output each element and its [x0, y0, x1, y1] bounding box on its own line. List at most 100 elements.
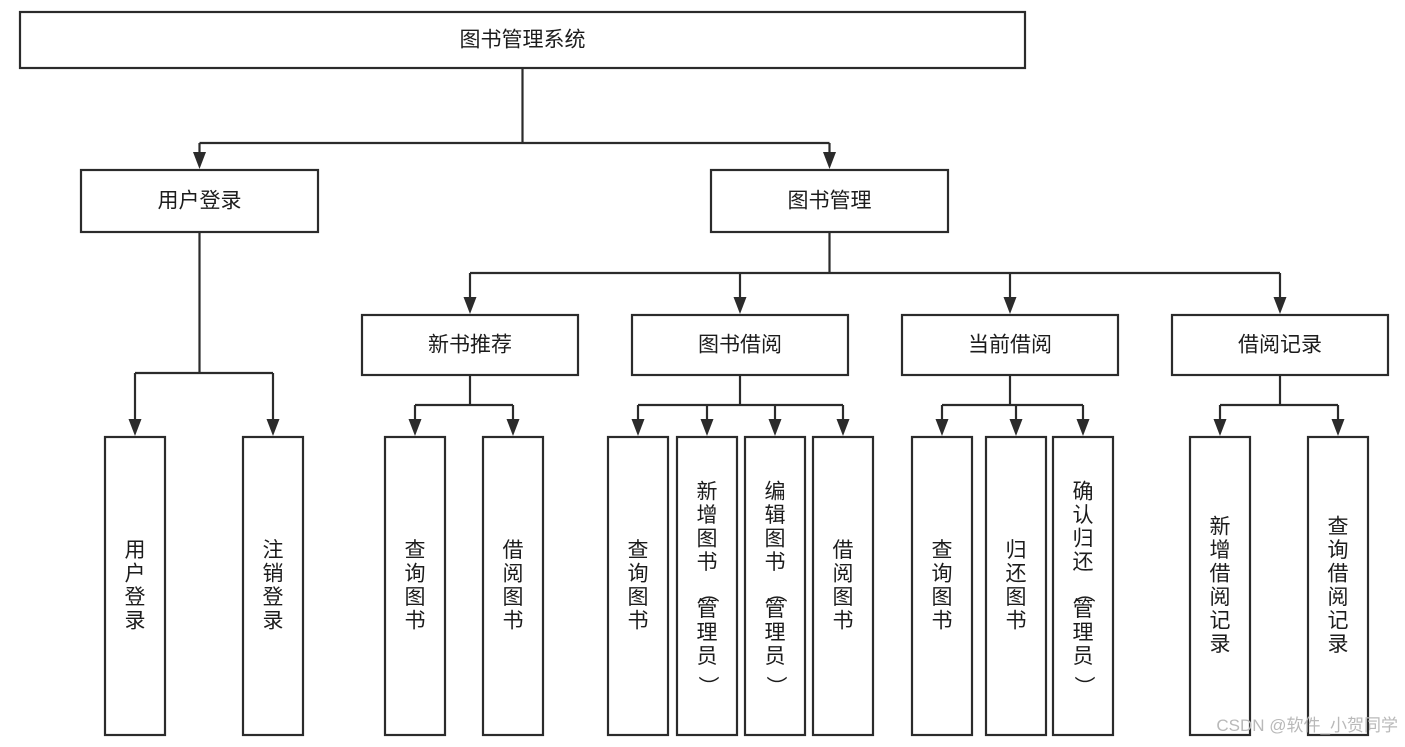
- node-box-leaf-logout-login[interactable]: [241, 435, 305, 737]
- diagram-nodes: 图书管理系统用户登录图书管理新书推荐图书借阅当前借阅借阅记录用户登录注销登录查询…: [18, 10, 1390, 737]
- svg-text:确: 确: [1073, 480, 1094, 503]
- svg-text:图: 图: [833, 586, 854, 609]
- svg-text:增: 增: [697, 504, 718, 527]
- svg-text:归: 归: [1006, 539, 1027, 562]
- svg-text:辑: 辑: [765, 504, 786, 527]
- node-box-leaf-borrow-book-rec[interactable]: [481, 435, 545, 737]
- svg-text:询: 询: [1328, 539, 1349, 562]
- node-box-leaf-query-book-rec[interactable]: [383, 435, 447, 737]
- svg-text:书: 书: [932, 610, 953, 633]
- svg-text:图: 图: [765, 527, 786, 550]
- svg-text:询: 询: [932, 563, 953, 586]
- node-label-book-borrow: 图书借阅: [698, 334, 782, 357]
- node-box-leaf-user-login[interactable]: [103, 435, 167, 737]
- svg-text:）: ）: [1072, 676, 1095, 697]
- node-label-current-borrow: 当前借阅: [968, 334, 1052, 357]
- node-box-leaf-add-borrow-record[interactable]: [1188, 435, 1252, 737]
- svg-text:（: （: [764, 582, 787, 603]
- node-label-root: 图书管理系统: [460, 29, 586, 52]
- svg-text:图: 图: [628, 586, 649, 609]
- svg-text:图: 图: [503, 586, 524, 609]
- node-box-book-borrow[interactable]: [630, 313, 850, 377]
- svg-text:）: ）: [696, 676, 719, 697]
- svg-text:查: 查: [628, 539, 649, 562]
- node-box-leaf-query-book-current[interactable]: [910, 435, 974, 737]
- svg-text:记: 记: [1328, 610, 1349, 633]
- svg-text:图: 图: [405, 586, 426, 609]
- node-box-leaf-query-borrow-record[interactable]: [1306, 435, 1370, 737]
- svg-text:管: 管: [1073, 598, 1094, 621]
- node-label-new-book-recommend: 新书推荐: [428, 334, 512, 357]
- svg-text:员: 员: [697, 645, 718, 668]
- svg-text:理: 理: [697, 621, 718, 644]
- svg-text:录: 录: [125, 610, 146, 633]
- node-box-leaf-confirm-return-admin[interactable]: [1051, 435, 1115, 737]
- svg-text:图: 图: [932, 586, 953, 609]
- svg-text:书: 书: [405, 610, 426, 633]
- svg-text:书: 书: [1006, 610, 1027, 633]
- svg-text:记: 记: [1210, 610, 1231, 633]
- node-label-borrow-record: 借阅记录: [1238, 334, 1322, 357]
- node-box-leaf-query-book-borrow[interactable]: [606, 435, 670, 737]
- connector-lines: [128, 68, 1345, 436]
- svg-text:图: 图: [697, 527, 718, 550]
- svg-text:登: 登: [125, 586, 146, 609]
- svg-text:阅: 阅: [833, 563, 854, 586]
- node-box-root[interactable]: [18, 10, 1027, 70]
- node-box-borrow-record[interactable]: [1170, 313, 1390, 377]
- node-box-user-login[interactable]: [79, 168, 320, 234]
- svg-text:借: 借: [1210, 563, 1231, 586]
- svg-text:录: 录: [1210, 633, 1231, 656]
- svg-text:录: 录: [263, 610, 284, 633]
- svg-text:管: 管: [765, 598, 786, 621]
- svg-text:（: （: [696, 582, 719, 603]
- svg-text:还: 还: [1006, 563, 1027, 586]
- svg-text:书: 书: [697, 551, 718, 574]
- svg-text:注: 注: [263, 539, 284, 562]
- svg-text:书: 书: [765, 551, 786, 574]
- svg-text:户: 户: [125, 563, 146, 586]
- csdn-watermark: CSDN @软件_小贺同学: [1216, 716, 1398, 735]
- svg-text:理: 理: [1073, 621, 1094, 644]
- node-box-current-borrow[interactable]: [900, 313, 1120, 377]
- svg-text:还: 还: [1073, 551, 1094, 574]
- svg-text:书: 书: [628, 610, 649, 633]
- node-box-leaf-borrow-book[interactable]: [811, 435, 875, 737]
- node-box-new-book-recommend[interactable]: [360, 313, 580, 377]
- svg-text:书: 书: [503, 610, 524, 633]
- node-label-leaf-user-login: 用户登录: [125, 539, 146, 633]
- node-box-leaf-return-book[interactable]: [984, 435, 1048, 737]
- svg-text:新: 新: [697, 480, 718, 503]
- svg-text:借: 借: [833, 539, 854, 562]
- svg-text:理: 理: [765, 621, 786, 644]
- node-box-leaf-add-book-admin[interactable]: [675, 435, 739, 737]
- svg-text:阅: 阅: [1210, 586, 1231, 609]
- node-box-leaf-edit-book-admin[interactable]: [743, 435, 807, 737]
- svg-text:询: 询: [628, 563, 649, 586]
- svg-text:书: 书: [833, 610, 854, 633]
- svg-text:管: 管: [697, 598, 718, 621]
- svg-text:新: 新: [1210, 516, 1231, 539]
- svg-text:询: 询: [405, 563, 426, 586]
- node-label-book-management: 图书管理: [788, 190, 872, 213]
- node-box-book-management[interactable]: [709, 168, 950, 234]
- svg-text:销: 销: [263, 563, 284, 586]
- svg-text:员: 员: [765, 645, 786, 668]
- svg-text:增: 增: [1210, 539, 1231, 562]
- svg-text:录: 录: [1328, 633, 1349, 656]
- svg-text:阅: 阅: [503, 563, 524, 586]
- svg-text:图: 图: [1006, 586, 1027, 609]
- svg-text:）: ）: [764, 676, 787, 697]
- svg-text:阅: 阅: [1328, 586, 1349, 609]
